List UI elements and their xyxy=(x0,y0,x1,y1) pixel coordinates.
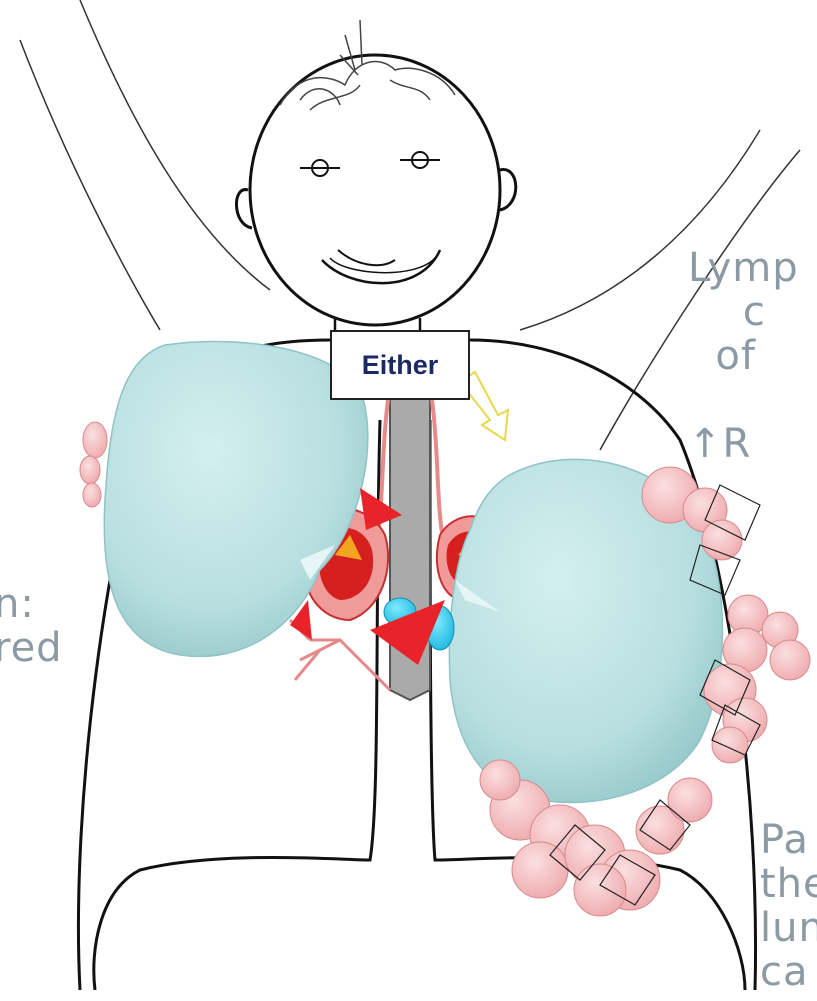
either-label: Either xyxy=(362,350,439,381)
either-label-box: Either xyxy=(330,330,470,400)
left-caption: n: red xyxy=(0,582,63,670)
child-head xyxy=(236,55,515,325)
bottom-right-caption: Pa the lun ca xyxy=(760,818,817,994)
top-right-caption: Lymp c of ↑R xyxy=(688,246,799,466)
pleural-nodules-left xyxy=(80,422,107,507)
